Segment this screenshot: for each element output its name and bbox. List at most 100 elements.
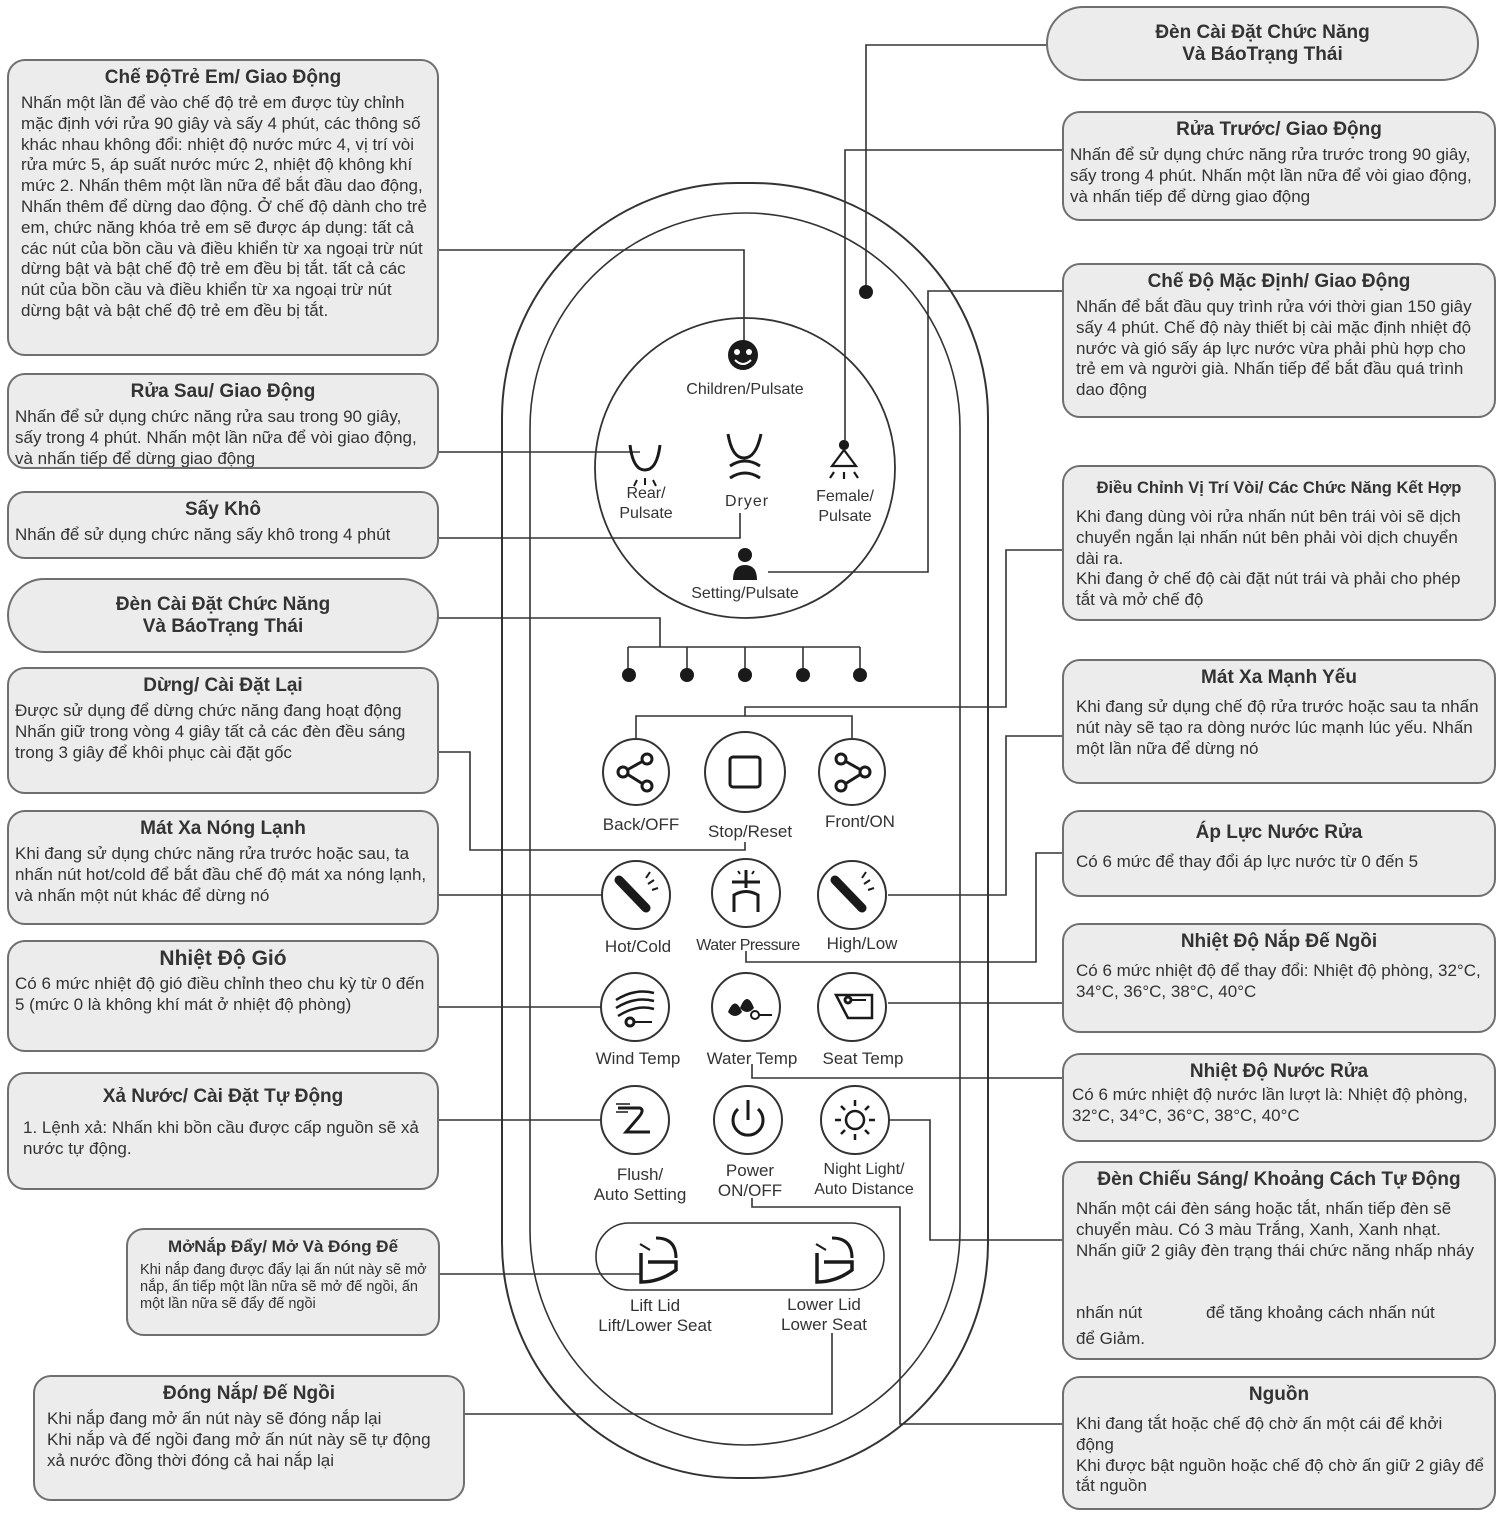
stop-square-icon <box>728 755 762 789</box>
label-lower: Lower Lid Lower Seat <box>781 1295 867 1334</box>
wind-temp-icon <box>615 990 655 1028</box>
box-title: Xả Nước/ Cài Đặt Tự Động <box>102 1086 344 1107</box>
box-title: Điều Chỉnh Vị Trí Vòi/ Các Chức Năng Kết… <box>1096 479 1462 497</box>
night-light-icon <box>835 1100 875 1140</box>
label-rear: Rear/ Pulsate <box>619 485 673 522</box>
seat-temp-button <box>817 972 887 1042</box>
right-box-pressure: Áp Lực Nước Rửa Có 6 mức để thay đổi áp … <box>1062 810 1496 897</box>
box-text: Khi nắp đang được đẩy lại ấn nút này sẽ … <box>140 1262 427 1312</box>
box-text: Có 6 mức nhiệt độ để thay đổi: Nhiệt độ … <box>1076 961 1481 1001</box>
status-dot-top <box>859 285 873 299</box>
box-text: Nhấn để sử dụng chức năng rửa sau trong … <box>15 407 417 468</box>
high-low-icon <box>830 871 875 913</box>
label-highlow: High/Low <box>826 934 898 953</box>
label-night: Night Light/ Auto Distance <box>814 1161 914 1198</box>
label-flush: Flush/ Auto Setting <box>593 1165 687 1204</box>
status-led-3 <box>738 668 752 682</box>
power-icon <box>731 1100 765 1137</box>
box-title: Mát Xa Nóng Lạnh <box>140 818 306 839</box>
box-title: Nhiệt Độ Gió <box>159 947 287 970</box>
box-text: Nhấn để sử dụng chức năng sấy khô trong … <box>15 525 391 544</box>
flush-icon <box>616 1103 650 1134</box>
remote-inner-outline <box>529 212 961 1446</box>
label-female: Female/ Pulsate <box>816 488 874 525</box>
hot-cold-icon <box>614 871 659 913</box>
status-led-1 <box>622 668 636 682</box>
left-box-lift: MởNắp Đẩy/ Mở Và Đóng Đế Khi nắp đang đư… <box>126 1228 440 1336</box>
lid-button-bar <box>595 1222 885 1291</box>
box-text: Nhấn để sử dụng chức năng rửa trước tron… <box>1070 145 1472 206</box>
label-wind: Wind Temp <box>595 1049 681 1068</box>
water-temp-button <box>711 972 781 1042</box>
mode-dial <box>594 317 896 619</box>
label-stop: Stop/Reset <box>707 822 793 841</box>
box-title: Chế Độ Mặc Định/ Giao Động <box>1147 271 1411 292</box>
right-box-default: Chế Độ Mặc Định/ Giao Động Nhấn để bắt đ… <box>1062 263 1496 418</box>
right-box-position: Điều Chỉnh Vị Trí Vòi/ Các Chức Năng Kết… <box>1062 465 1496 621</box>
left-box-dryer: Sấy Khô Nhấn để sử dụng chức năng sấy kh… <box>7 491 439 559</box>
right-box-power: Nguồn Khi đang tắt hoặc chế độ chờ ấn mộ… <box>1062 1376 1496 1510</box>
status-led-4 <box>796 668 810 682</box>
box-text: Có 6 mức nhiệt độ gió điều chỉnh theo ch… <box>15 974 425 1014</box>
box-extra-2: để tăng khoảng cách nhấn nút <box>1206 1303 1435 1322</box>
left-box-wind: Nhiệt Độ Gió Có 6 mức nhiệt độ gió điều … <box>7 940 439 1052</box>
left-box-flush: Xả Nước/ Cài Đặt Tự Động 1. Lệnh xả: Nhấ… <box>7 1072 439 1190</box>
box-title: Chế ĐộTrẻ Em/ Giao Động <box>104 67 342 88</box>
left-box-rear: Rửa Sau/ Giao Động Nhấn để sử dụng chức … <box>7 373 439 469</box>
lift-lid-icon <box>639 1236 678 1284</box>
box-extra-1: nhấn nút <box>1076 1303 1143 1322</box>
box-text: Nhấn một lần để vào chế độ trẻ em được t… <box>21 93 427 320</box>
status-led-5 <box>853 668 867 682</box>
box-extra-3: để Giảm. <box>1076 1329 1145 1348</box>
box-text: Khi đang sử dụng chế độ rửa trước hoặc s… <box>1076 697 1479 758</box>
water-pressure-icon <box>732 870 760 912</box>
box-title: Rửa Trước/ Giao Động <box>1176 119 1382 140</box>
right-box-front: Rửa Trước/ Giao Động Nhấn để sử dụng chứ… <box>1062 111 1496 221</box>
label-hotcold: Hot/Cold <box>604 937 672 956</box>
label-power: Power ON/OFF <box>717 1161 783 1200</box>
stop-reset-button <box>704 731 786 813</box>
box-text: Khi đang dùng vòi rửa nhấn nút bên trái … <box>1076 507 1461 610</box>
left-box-children: Chế ĐộTrẻ Em/ Giao Động Nhấn một lần để … <box>7 59 439 356</box>
label-water: Water Temp <box>706 1049 798 1068</box>
box-text: 1. Lệnh xả: Nhấn khi bồn cầu được cấp ng… <box>23 1118 419 1158</box>
box-title: Sấy Khô <box>184 499 262 520</box>
wind-temp-button <box>600 972 670 1042</box>
label-setting: Setting/Pulsate <box>691 585 799 602</box>
female-wash-icon <box>829 439 859 479</box>
left-box-lower: Đóng Nắp/ Đế Ngồi Khi nắp đang mở ấn nút… <box>33 1375 465 1501</box>
right-box-nightlight: Đèn Chiếu Sáng/ Khoảng Cách Tự Động Nhấn… <box>1062 1161 1496 1360</box>
box-title: MởNắp Đẩy/ Mở Và Đóng Đế <box>167 1237 399 1256</box>
box-title: Dừng/ Cài Đặt Lại <box>143 675 303 696</box>
label-front: Front/ON <box>825 812 895 831</box>
box-text: Được sử dụng để dừng chức năng đang hoạt… <box>15 701 406 762</box>
box-text: Nhấn một cái đèn sáng hoặc tắt, nhấn tiế… <box>1076 1199 1474 1260</box>
box-text: Nhấn để bắt đầu quy trình rửa với thời g… <box>1076 297 1472 400</box>
right-box-water: Nhiệt Độ Nước Rửa Có 6 mức nhiệt độ nước… <box>1062 1053 1496 1142</box>
share-left-icon <box>616 752 654 793</box>
box-title: Rửa Sau/ Giao Động <box>130 381 316 402</box>
share-right-icon <box>834 752 872 793</box>
user-setting-icon <box>733 548 757 580</box>
box-title: Đèn Chiếu Sáng/ Khoảng Cách Tự Động <box>1097 1169 1461 1190</box>
box-title: Áp Lực Nước Rửa <box>1195 822 1363 843</box>
status-light-pill-top: Đèn Cài Đặt Chức Năng Và BáoTrạng Thái <box>1046 6 1479 81</box>
box-title: Nguồn <box>1248 1384 1310 1405</box>
box-text: Khi nắp đang mở ấn nút này sẽ đóng nắp l… <box>47 1409 431 1470</box>
box-title: Nhiệt Độ Nước Rửa <box>1189 1061 1369 1082</box>
box-text: Có 6 mức nhiệt độ nước lần lượt là: Nhiệ… <box>1072 1085 1468 1125</box>
label-children: Children/Pulsate <box>686 381 804 398</box>
status-led-2 <box>680 668 694 682</box>
dryer-icon <box>726 433 763 480</box>
label-dryer: Dryer <box>724 493 770 510</box>
right-box-seat: Nhiệt Độ Nắp Đế Ngồi Có 6 mức nhiệt độ đ… <box>1062 923 1496 1033</box>
label-lift: Lift Lid Lift/Lower Seat <box>598 1296 712 1335</box>
box-text: Có 6 mức để thay đổi áp lực nước từ 0 đế… <box>1076 852 1419 871</box>
box-text: Khi đang sử dụng chức năng rửa trước hoặ… <box>15 844 427 905</box>
remote-outer-outline <box>501 182 989 1479</box>
water-temp-icon <box>728 999 772 1020</box>
rear-wash-icon <box>628 444 662 487</box>
label-pressure: Water Pressure <box>696 937 800 954</box>
back-off-button <box>602 738 670 806</box>
right-box-massage: Mát Xa Mạnh Yếu Khi đang sử dụng chế độ … <box>1062 659 1496 784</box>
